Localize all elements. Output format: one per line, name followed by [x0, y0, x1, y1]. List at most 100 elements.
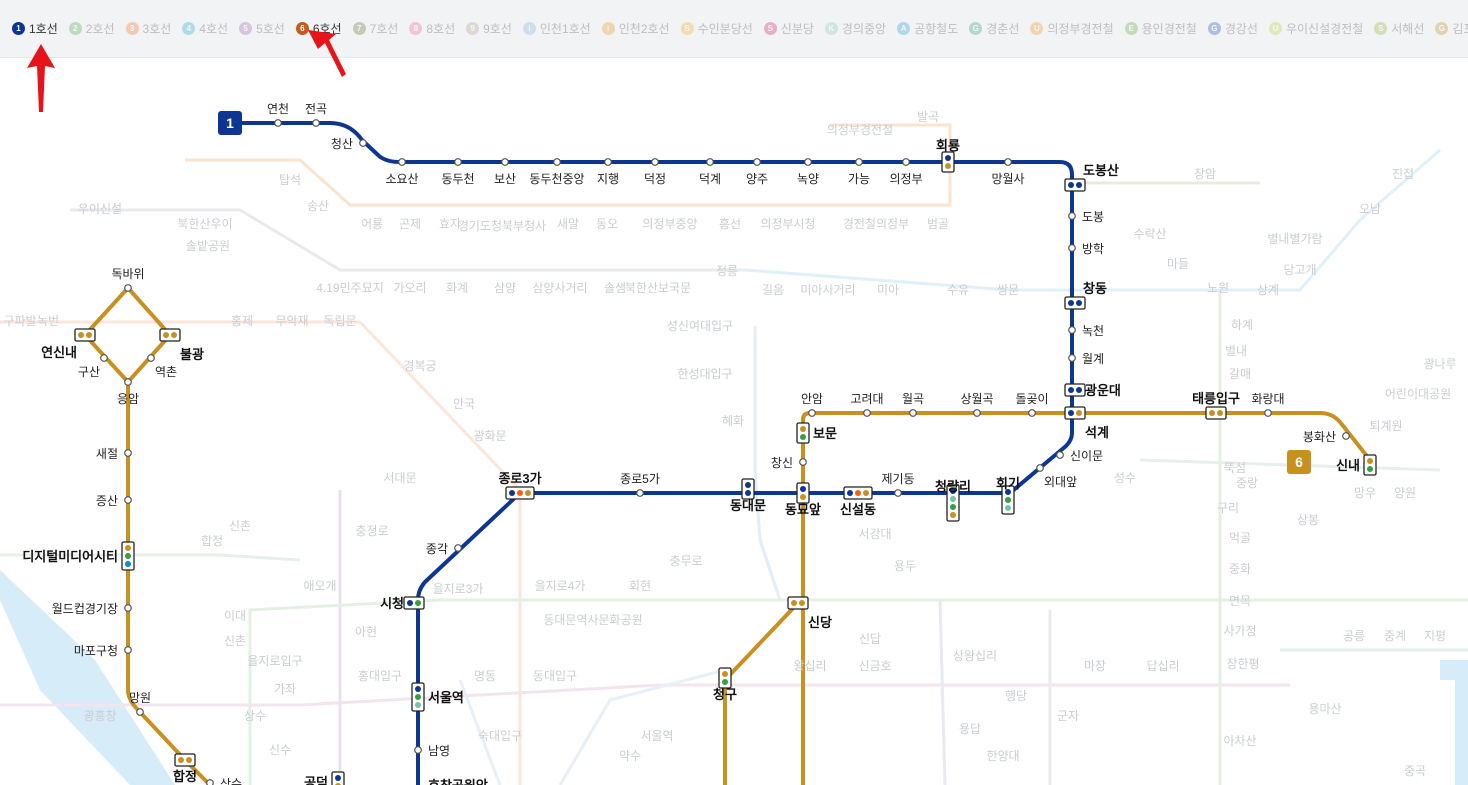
station-label-mangwolsa[interactable]: 망월사	[991, 172, 1024, 186]
station-marker-nokcheon[interactable]	[1068, 326, 1076, 334]
station-label-nogyang[interactable]: 녹양	[797, 172, 819, 186]
line-tab-G[interactable]: G김포도시	[1435, 20, 1468, 37]
station-marker-banghak[interactable]	[1068, 244, 1076, 252]
station-label-gwangundae[interactable]: 광운대	[1085, 383, 1121, 398]
station-label-jeungsan[interactable]: 증산	[96, 494, 118, 508]
station-label-dongmyoap[interactable]: 동묘앞	[785, 502, 821, 517]
station-label-bosan[interactable]: 보산	[494, 172, 516, 186]
station-label-cheongnyangni[interactable]: 청량리	[935, 479, 971, 494]
station-marker-seokgye[interactable]	[1064, 406, 1086, 420]
station-marker-sangwolgok[interactable]	[973, 409, 981, 417]
station-marker-bulgwang[interactable]	[159, 328, 181, 342]
station-marker-nogyang[interactable]	[804, 158, 812, 166]
station-marker-deokjeong[interactable]	[651, 158, 659, 166]
station-marker-yeokchon[interactable]	[147, 354, 155, 362]
station-marker-sinnae[interactable]	[1363, 454, 1377, 476]
station-label-seokgye[interactable]: 석계	[1085, 425, 1109, 440]
station-marker-jeungsan[interactable]	[124, 496, 132, 504]
station-label-banghak[interactable]: 방학	[1082, 242, 1104, 256]
station-label-dobongsan[interactable]: 도봉산	[1083, 163, 1119, 178]
station-marker-seoulyeok[interactable]	[411, 682, 425, 712]
station-label-seoulyeok[interactable]: 서울역	[428, 690, 464, 705]
station-label-dobong[interactable]: 도봉	[1082, 210, 1104, 224]
station-label-yeonsinnae[interactable]: 연신내	[41, 345, 77, 360]
station-marker-soyosan[interactable]	[398, 158, 406, 166]
station-marker-cheonggu[interactable]	[718, 667, 732, 689]
station-marker-uijeongbu[interactable]	[902, 158, 910, 166]
station-label-wolgye[interactable]: 월계	[1082, 352, 1104, 366]
station-label-deokgye[interactable]: 덕계	[699, 172, 721, 186]
station-label-koreauniv[interactable]: 고려대	[850, 392, 883, 406]
station-label-sangwolgok[interactable]: 상월곡	[960, 392, 993, 406]
station-label-eungam[interactable]: 응암	[117, 392, 139, 406]
station-label-bonghwasan[interactable]: 봉화산	[1303, 430, 1336, 444]
station-marker-hwarangdae[interactable]	[1264, 409, 1272, 417]
station-label-taereung[interactable]: 태릉입구	[1192, 391, 1240, 406]
station-label-dongdaemun[interactable]: 동대문	[730, 498, 766, 513]
station-label-saejeol[interactable]: 새절	[96, 447, 118, 461]
station-marker-dongdaemun[interactable]	[741, 478, 755, 500]
station-marker-gusan[interactable]	[100, 354, 108, 362]
station-marker-yangju[interactable]	[753, 158, 761, 166]
station-marker-dongducheon[interactable]	[454, 158, 462, 166]
station-marker-gwangundae[interactable]	[1064, 383, 1086, 397]
station-label-jihaeng[interactable]: 지행	[597, 171, 619, 186]
station-label-wolgok[interactable]: 월곡	[902, 392, 924, 406]
station-label-hapjeong[interactable]: 합정	[173, 769, 197, 784]
station-label-bulgwang[interactable]: 불광	[180, 347, 204, 362]
station-label-cheonggu[interactable]: 청구	[713, 687, 737, 702]
station-marker-mangwon[interactable]	[136, 708, 144, 716]
station-label-cityhall[interactable]: 시청	[380, 596, 404, 611]
station-marker-sangsu[interactable]	[206, 779, 214, 785]
station-label-yangju[interactable]: 양주	[746, 172, 768, 186]
station-marker-jihaeng[interactable]	[604, 158, 612, 166]
station-label-mangwon[interactable]: 망원	[129, 691, 151, 705]
station-marker-dokbawi[interactable]	[124, 284, 132, 292]
station-marker-hoeryong[interactable]	[941, 151, 955, 173]
station-marker-dmc[interactable]	[121, 541, 135, 571]
station-label-ddc-jungang[interactable]: 동두천중앙	[529, 171, 584, 186]
station-label-jegidong[interactable]: 제기동	[881, 472, 914, 486]
station-label-bomun[interactable]: 보문	[813, 426, 837, 441]
station-marker-mangwolsa[interactable]	[1004, 158, 1012, 166]
station-label-changdong[interactable]: 창동	[1083, 281, 1107, 296]
station-marker-jonggak[interactable]	[454, 544, 462, 552]
station-label-soyosan[interactable]: 소요산	[385, 172, 418, 186]
station-marker-oedaeap[interactable]	[1036, 464, 1044, 472]
station-marker-cheongnyangni[interactable]	[946, 484, 960, 522]
station-marker-jegidong[interactable]	[894, 489, 902, 497]
station-marker-sinimun[interactable]	[1056, 451, 1064, 459]
station-marker-dolgoji[interactable]	[1028, 409, 1036, 417]
line-1-badge[interactable]: 1	[218, 111, 242, 135]
station-marker-koreauniv[interactable]	[863, 409, 871, 417]
station-label-sindang[interactable]: 신당	[808, 615, 832, 630]
station-label-dmc[interactable]: 디지털미디어시티	[22, 549, 118, 564]
station-label-dongducheon[interactable]: 동두천	[441, 171, 474, 186]
station-label-cheongsan[interactable]: 청산	[331, 137, 353, 151]
station-marker-dongmyoap[interactable]	[796, 482, 810, 504]
station-marker-wolgok[interactable]	[909, 409, 917, 417]
station-marker-anam[interactable]	[808, 409, 816, 417]
station-label-anam[interactable]: 안암	[801, 392, 823, 406]
station-label-jongno5ga[interactable]: 종로5가	[620, 472, 660, 486]
station-marker-yeonsinnae[interactable]	[74, 328, 96, 342]
station-label-mapogu[interactable]: 마포구청	[74, 644, 118, 658]
station-label-hoeryong[interactable]: 회룡	[936, 138, 960, 153]
station-marker-namyeong[interactable]	[414, 746, 422, 754]
station-label-uijeongbu[interactable]: 의정부	[889, 172, 922, 186]
station-marker-bosan[interactable]	[501, 158, 509, 166]
